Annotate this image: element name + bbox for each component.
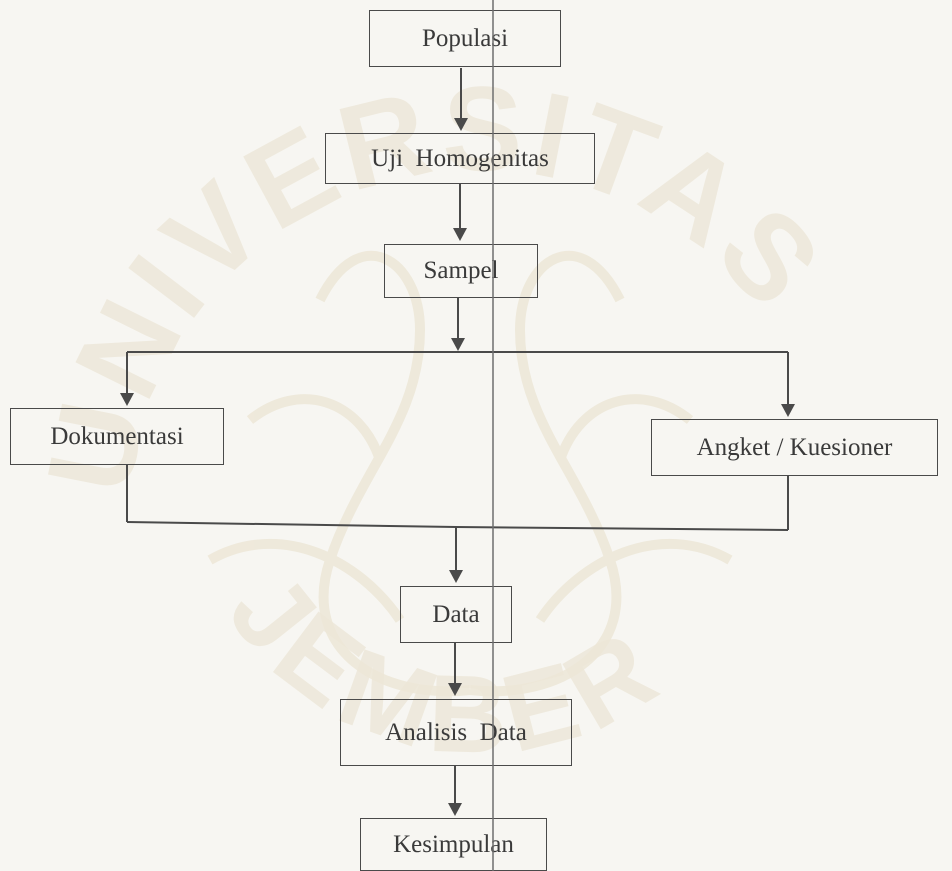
node-angket-kuesioner: Angket / Kuesioner <box>651 419 938 476</box>
node-analisis-data: Analisis Data <box>340 699 572 766</box>
node-dokumentasi-label: Dokumentasi <box>50 422 184 450</box>
node-dokumentasi: Dokumentasi <box>10 408 224 465</box>
node-angket-label: Angket / Kuesioner <box>696 433 893 461</box>
node-populasi: Populasi <box>369 10 561 67</box>
scan-line <box>492 0 494 871</box>
node-populasi-label: Populasi <box>421 24 509 52</box>
merge-line <box>126 521 789 531</box>
node-sampel-label: Sampel <box>423 257 499 284</box>
node-analisis-data-label: Analisis Data <box>385 718 527 746</box>
node-kesimpulan-label: Kesimpulan <box>393 830 514 858</box>
node-uji-homogenitas-label: Uji Homogenitas <box>371 144 549 172</box>
node-sampel: Sampel <box>384 244 538 298</box>
node-data-label: Data <box>432 600 480 628</box>
node-uji-homogenitas: Uji Homogenitas <box>325 133 595 184</box>
node-kesimpulan: Kesimpulan <box>360 818 547 871</box>
node-data: Data <box>400 586 512 643</box>
